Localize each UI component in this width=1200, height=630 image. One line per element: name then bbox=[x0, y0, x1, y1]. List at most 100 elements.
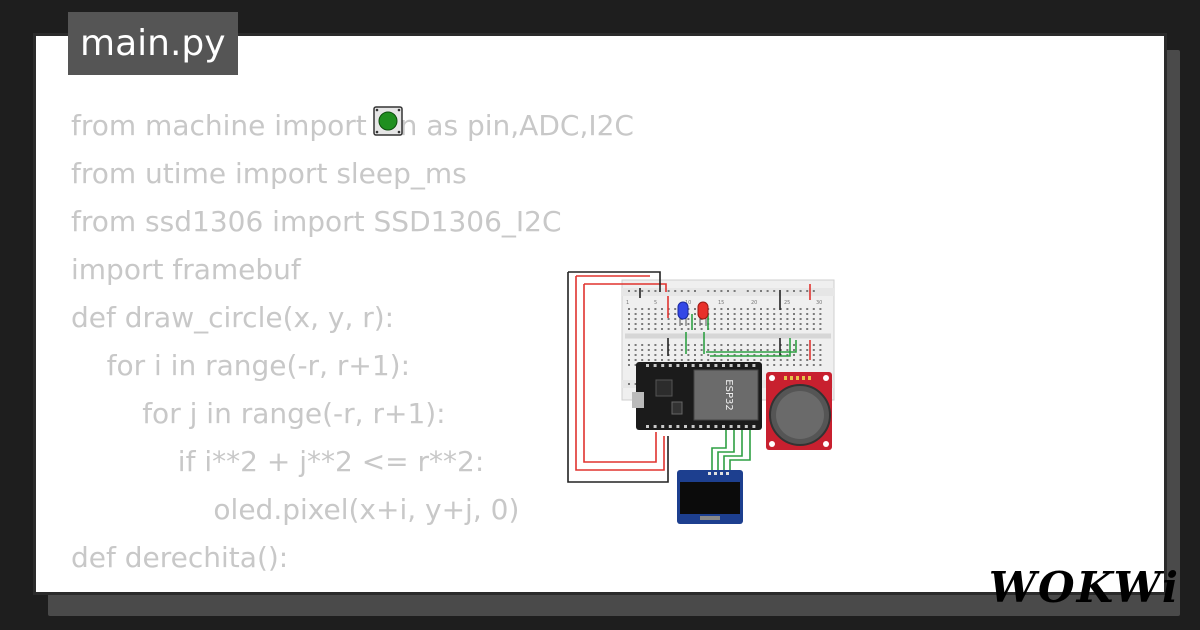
hole bbox=[707, 290, 710, 292]
hole bbox=[799, 290, 802, 292]
hole bbox=[812, 349, 815, 351]
hole bbox=[667, 328, 670, 330]
led-blue[interactable] bbox=[677, 301, 689, 326]
hole bbox=[727, 323, 729, 325]
hole bbox=[641, 290, 644, 292]
hole bbox=[799, 344, 802, 346]
hole bbox=[661, 323, 663, 325]
hole bbox=[661, 308, 663, 310]
hole bbox=[628, 313, 630, 315]
hole bbox=[654, 313, 657, 315]
hole bbox=[773, 354, 776, 356]
hole bbox=[733, 323, 736, 325]
hole bbox=[766, 359, 769, 361]
hole bbox=[799, 328, 802, 330]
hole bbox=[628, 290, 630, 292]
hole bbox=[779, 323, 782, 325]
push-button[interactable] bbox=[373, 106, 403, 136]
hole bbox=[722, 364, 725, 367]
hole bbox=[700, 354, 703, 356]
hole bbox=[667, 323, 670, 325]
hole bbox=[806, 364, 809, 366]
hole bbox=[786, 323, 789, 325]
hole bbox=[694, 313, 696, 315]
hole bbox=[733, 308, 736, 310]
hole bbox=[727, 354, 729, 356]
hole bbox=[634, 354, 637, 356]
code-line: oled.pixel(x+i, y+j, 0) bbox=[71, 493, 520, 526]
hole bbox=[687, 328, 690, 330]
code-line: from ssd1306 import SSD1306_I2C bbox=[71, 205, 562, 238]
hole bbox=[729, 364, 733, 367]
hole bbox=[746, 290, 749, 292]
hole bbox=[641, 308, 644, 310]
hole bbox=[760, 313, 762, 315]
hole bbox=[706, 364, 710, 367]
esp32-chip bbox=[693, 369, 759, 421]
hole bbox=[753, 323, 756, 325]
hole bbox=[793, 323, 795, 325]
hole bbox=[654, 290, 657, 292]
oled-display[interactable] bbox=[677, 470, 743, 524]
hole bbox=[812, 318, 815, 320]
hole bbox=[799, 354, 802, 356]
hole bbox=[628, 354, 630, 356]
hole bbox=[634, 318, 637, 320]
hole bbox=[720, 349, 723, 351]
file-tab-main-py[interactable]: main.py bbox=[68, 12, 238, 75]
hole bbox=[779, 359, 782, 361]
hole bbox=[634, 328, 637, 330]
hole bbox=[752, 425, 756, 428]
hole bbox=[806, 359, 809, 361]
hole bbox=[793, 359, 795, 361]
hole bbox=[760, 344, 762, 346]
led-red[interactable] bbox=[697, 301, 709, 326]
hole bbox=[727, 318, 729, 320]
esp32-board[interactable]: ESP32 bbox=[632, 362, 762, 430]
hole bbox=[628, 383, 630, 385]
hole bbox=[786, 354, 789, 356]
hole bbox=[713, 318, 716, 320]
hole bbox=[694, 328, 696, 330]
hole bbox=[713, 323, 716, 325]
hole bbox=[799, 318, 802, 320]
hole bbox=[812, 364, 815, 366]
hole bbox=[729, 425, 733, 428]
hole bbox=[773, 290, 776, 292]
hole bbox=[641, 349, 644, 351]
hole bbox=[746, 359, 749, 361]
hole bbox=[641, 359, 644, 361]
hole bbox=[628, 349, 630, 351]
hole bbox=[680, 359, 683, 361]
hole bbox=[812, 308, 815, 310]
hole bbox=[766, 318, 769, 320]
hole bbox=[812, 313, 815, 315]
hole bbox=[773, 364, 776, 366]
hole bbox=[766, 349, 769, 351]
hole bbox=[793, 349, 795, 351]
hole bbox=[713, 308, 716, 310]
hole bbox=[753, 349, 756, 351]
hole bbox=[641, 313, 644, 315]
hole bbox=[661, 313, 663, 315]
hole bbox=[713, 359, 716, 361]
code-line: def draw_circle(x, y, r): bbox=[71, 301, 395, 334]
hole bbox=[773, 359, 776, 361]
hole bbox=[786, 313, 789, 315]
hole bbox=[812, 290, 815, 292]
joystick-module[interactable] bbox=[766, 372, 832, 450]
hole bbox=[727, 308, 729, 310]
hole bbox=[760, 308, 762, 310]
hole bbox=[628, 359, 630, 361]
hole bbox=[766, 354, 769, 356]
breadboard-col-number: 5 bbox=[654, 300, 657, 306]
hole bbox=[706, 425, 710, 428]
hole bbox=[779, 328, 782, 330]
hole bbox=[720, 354, 723, 356]
hole bbox=[694, 359, 696, 361]
hole bbox=[674, 344, 677, 346]
code-line: def derechita(): bbox=[71, 541, 289, 574]
hole bbox=[753, 308, 756, 310]
hole bbox=[684, 364, 687, 367]
